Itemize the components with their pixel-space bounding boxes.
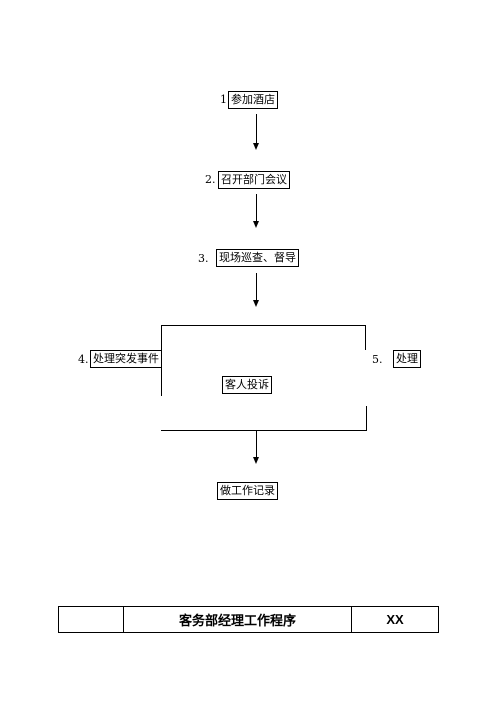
branch-right-top-line xyxy=(365,325,366,350)
step-2-box: 召开部门会议 xyxy=(218,171,290,189)
step-5-label: 处理 xyxy=(396,352,418,365)
footer-code: XX xyxy=(351,606,439,633)
branch-right-bottom-line xyxy=(366,406,367,431)
arrow-1-2-head xyxy=(253,143,259,150)
step-5-number: 5. xyxy=(372,353,383,366)
step-2-label: 召开部门会议 xyxy=(221,173,287,186)
step-4-number: 4. xyxy=(78,353,89,366)
step-4-label: 处理突发事件 xyxy=(93,352,159,365)
step-3-label: 现场巡查、督导 xyxy=(219,251,296,264)
step-1-number: 1 xyxy=(220,93,227,106)
branch-top-line xyxy=(161,325,366,326)
step-2-number: 2. xyxy=(205,173,216,186)
footer-title: 客务部经理工作程序 xyxy=(123,606,352,633)
final-label: 做工作记录 xyxy=(220,484,275,497)
step-3-box: 现场巡查、督导 xyxy=(216,249,299,267)
center-box: 客人投诉 xyxy=(222,376,272,394)
footer-table: 客务部经理工作程序 XX xyxy=(58,606,439,633)
branch-left-bottom-line xyxy=(161,368,162,396)
footer-left-cell xyxy=(58,606,124,633)
arrow-final-line xyxy=(256,431,257,458)
arrow-2-3-line xyxy=(256,194,257,222)
final-box: 做工作记录 xyxy=(217,482,278,500)
branch-left-top-line xyxy=(161,325,162,350)
arrow-final-head xyxy=(253,457,259,464)
step-4-box: 处理突发事件 xyxy=(90,350,162,368)
arrow-1-2-line xyxy=(256,114,257,144)
branch-bottom-line xyxy=(161,430,367,431)
step-1-label: 参加酒店 xyxy=(231,93,275,106)
arrow-3-4-line xyxy=(256,273,257,301)
arrow-2-3-head xyxy=(253,221,259,228)
arrow-3-4-head xyxy=(253,300,259,307)
center-label: 客人投诉 xyxy=(225,378,269,391)
step-1-box: 参加酒店 xyxy=(228,91,278,109)
step-5-box: 处理 xyxy=(393,350,421,368)
step-3-number: 3. xyxy=(198,252,209,265)
